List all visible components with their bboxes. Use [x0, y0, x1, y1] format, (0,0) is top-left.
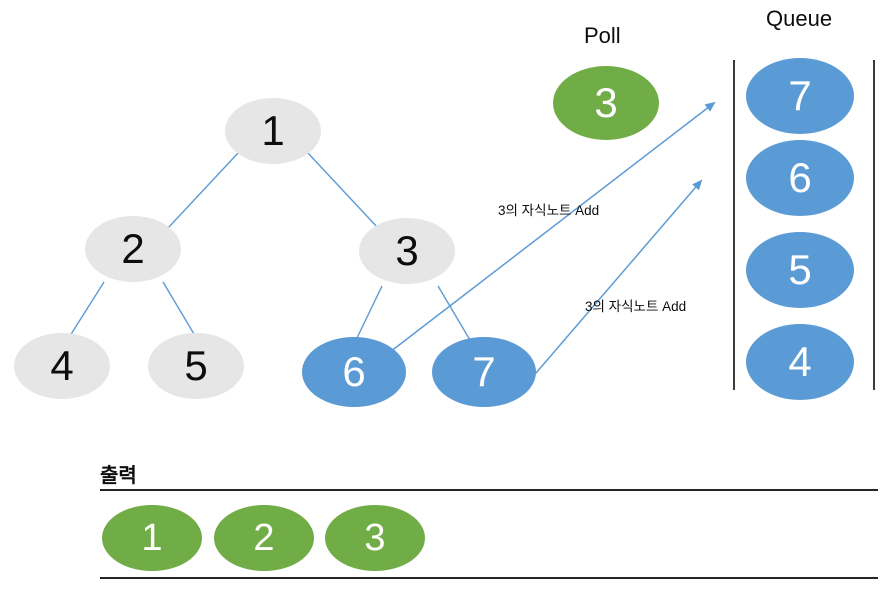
edge-2-5 [162, 281, 198, 340]
edge-3-6 [355, 285, 383, 341]
annotation-add-child-lower: 3의 자식노트 Add [585, 299, 687, 314]
tree-node-4[interactable]: 4 [14, 333, 110, 399]
edge-2-4 [67, 281, 105, 340]
output-item-1[interactable]: 2 [214, 505, 314, 571]
poll-node[interactable]: 3 [553, 66, 659, 140]
queue-item-2[interactable]: 5 [746, 232, 854, 308]
queue-bracket-left [733, 60, 735, 390]
tree-node-1[interactable]: 1 [225, 98, 321, 164]
output-title: 출력 [100, 465, 137, 487]
output-item-2[interactable]: 3 [325, 505, 425, 571]
annotation-add-child-upper: 3의 자식노트 Add [498, 203, 600, 218]
edge-3-7 [437, 285, 471, 341]
output-item-0[interactable]: 1 [102, 505, 202, 571]
output-rule-bottom [100, 577, 878, 579]
queue-item-1[interactable]: 6 [746, 140, 854, 216]
tree-node-7[interactable]: 7 [432, 337, 536, 407]
edge-1-2 [167, 151, 240, 229]
tree-node-2[interactable]: 2 [85, 216, 181, 282]
poll-title: Poll [584, 23, 621, 48]
queue-title: Queue [766, 6, 833, 31]
queue-item-0[interactable]: 7 [746, 58, 854, 134]
tree-node-6[interactable]: 6 [302, 337, 406, 407]
edge-1-3 [306, 151, 379, 229]
tree-node-5[interactable]: 5 [148, 333, 244, 399]
queue-bracket-right [873, 60, 875, 390]
tree-node-3[interactable]: 3 [359, 218, 455, 284]
queue-item-3[interactable]: 4 [746, 324, 854, 400]
output-rule-top [100, 489, 878, 491]
